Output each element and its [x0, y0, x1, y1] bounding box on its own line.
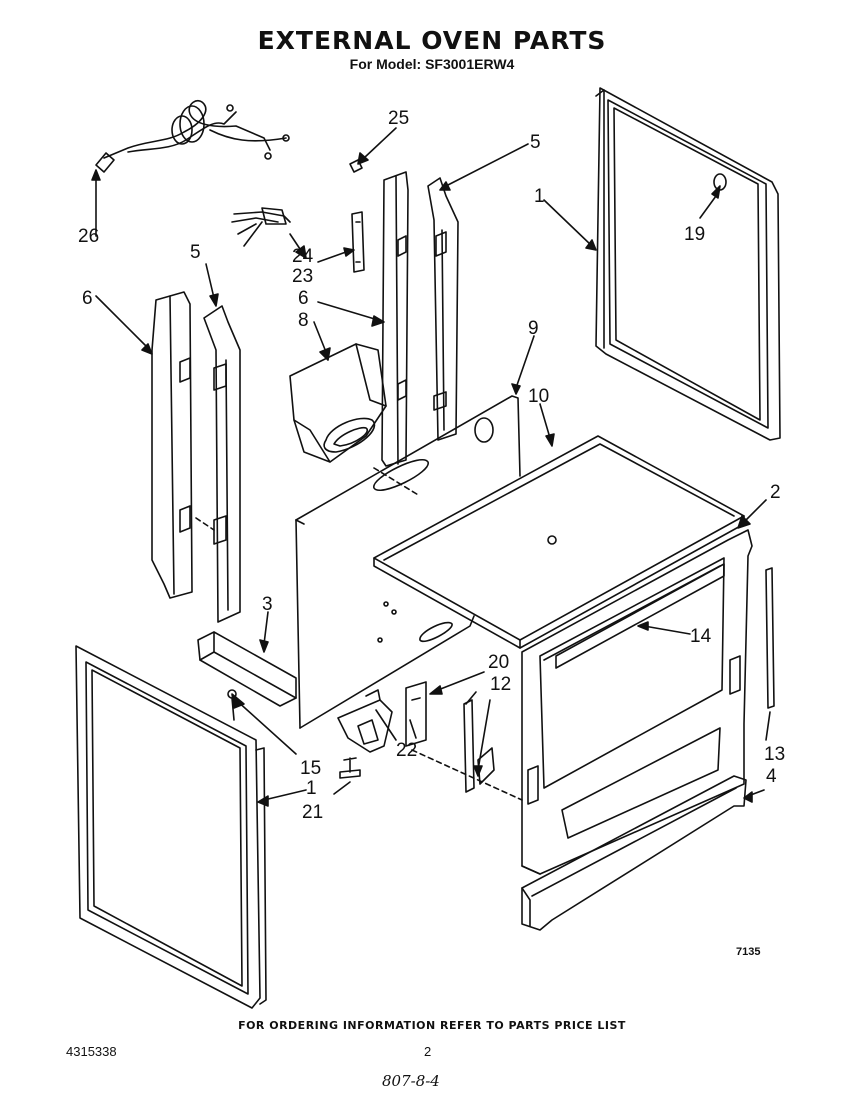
lower-bracket-part — [197, 631, 297, 707]
rear-panel-part — [295, 395, 521, 729]
side-strip-part — [765, 567, 775, 709]
front-frame-part — [521, 529, 753, 875]
document-part-number: 4315338 — [66, 1044, 117, 1059]
oven-vent-part — [289, 343, 387, 463]
kick-panel-part — [521, 775, 747, 931]
callout-22: 22 — [396, 740, 417, 761]
callout-14: 14 — [690, 626, 712, 647]
callout-10: 10 — [528, 386, 549, 407]
callout-1-left: 1 — [306, 778, 317, 799]
callout-5-left: 5 — [190, 242, 201, 263]
callout-21: 21 — [302, 802, 323, 823]
callout-20: 20 — [488, 652, 509, 673]
right-side-rail-part — [381, 171, 459, 467]
handwritten-note: 807-8-4 — [382, 1072, 440, 1090]
callout-1-right: 1 — [534, 186, 545, 207]
callout-26: 26 — [78, 226, 99, 247]
callout-8: 8 — [298, 310, 309, 331]
callout-9: 9 — [528, 318, 539, 339]
part-12-rail — [463, 699, 495, 793]
callout-25: 25 — [388, 108, 409, 129]
callout-labels: 26 25 5 1 19 24 23 5 6 6 8 9 10 2 3 14 2… — [78, 108, 785, 823]
callout-3: 3 — [262, 594, 273, 615]
callout-23: 23 — [292, 266, 313, 287]
latch-part — [337, 689, 393, 753]
callout-13: 13 — [764, 744, 785, 765]
callout-5-right: 5 — [530, 132, 541, 153]
left-side-rail-part — [151, 291, 241, 623]
right-side-panel-part — [595, 87, 781, 441]
callout-4: 4 — [766, 766, 777, 787]
callout-19: 19 — [684, 224, 705, 245]
page-number: 2 — [424, 1044, 432, 1059]
leader-lines — [91, 127, 771, 807]
heat-shield-part — [555, 563, 725, 669]
part-20-bracket — [405, 681, 427, 747]
left-side-panel-part — [75, 645, 267, 1009]
callout-12: 12 — [490, 674, 511, 695]
callout-2: 2 — [770, 482, 781, 503]
clip-part — [349, 159, 363, 173]
oven-bottom-part — [373, 435, 745, 649]
page-title: EXTERNAL OVEN PARTS — [257, 26, 607, 55]
ordering-note: FOR ORDERING INFORMATION REFER TO PARTS … — [238, 1019, 626, 1032]
power-cord-part — [95, 99, 290, 173]
callout-6-left: 6 — [82, 288, 93, 309]
bracket-part — [351, 211, 365, 273]
callout-24: 24 — [292, 246, 314, 267]
model-subtitle: For Model: SF3001ERW4 — [349, 56, 515, 72]
oven-side-panel-part — [299, 601, 475, 729]
callout-15: 15 — [300, 758, 321, 779]
wire-harness-part — [231, 207, 291, 247]
callout-6-right: 6 — [298, 288, 309, 309]
figure-number: 7135 — [736, 946, 761, 958]
